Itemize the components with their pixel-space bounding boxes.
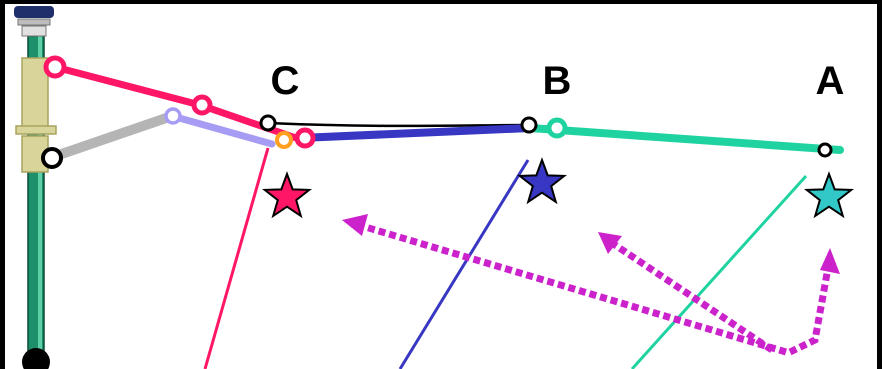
magenta-arrows [361, 222, 832, 356]
arrow-mid-shaft [610, 240, 774, 353]
insulator-flange [15, 125, 57, 135]
lavender-arm-node [164, 107, 182, 125]
panel-background [5, 4, 877, 369]
arrow-up-head [820, 248, 840, 274]
crimson-node-1 [43, 55, 67, 79]
arrow-up-shaft [788, 267, 832, 356]
navy-dropper [398, 159, 530, 369]
label-a: A [816, 59, 845, 103]
c-crimson-node [294, 127, 316, 149]
pole-cap [14, 6, 54, 18]
pole-base-node [22, 348, 50, 369]
c-orange-node [275, 131, 293, 149]
pole-cap-bolt [21, 25, 47, 37]
gray-arm-node [41, 147, 63, 169]
gray-arm [45, 111, 177, 163]
cyan-star-icon [804, 171, 854, 219]
pole-assembly [14, 6, 57, 369]
a-black-node [817, 142, 833, 158]
crimson-star-icon [262, 171, 312, 219]
crimson-dropper [203, 147, 270, 369]
crimson-node-2 [191, 94, 213, 116]
b-black-node [520, 116, 538, 134]
pole-highlight [38, 36, 42, 369]
navy-wire [296, 124, 534, 142]
pole-cap-collar [17, 18, 51, 26]
lavender-arm [168, 112, 276, 148]
label-c: C [271, 59, 300, 103]
teal-dropper [630, 174, 808, 369]
navy-star-icon [517, 157, 567, 205]
arrow-long-shaft [361, 222, 787, 356]
teal-wire [526, 124, 844, 154]
insulator-upper [21, 57, 49, 129]
b-teal-node [546, 117, 568, 139]
label-b: B [543, 59, 572, 103]
c-black-node [259, 114, 277, 132]
arrow-mid-head [598, 232, 622, 254]
arrow-long-head [342, 214, 368, 236]
